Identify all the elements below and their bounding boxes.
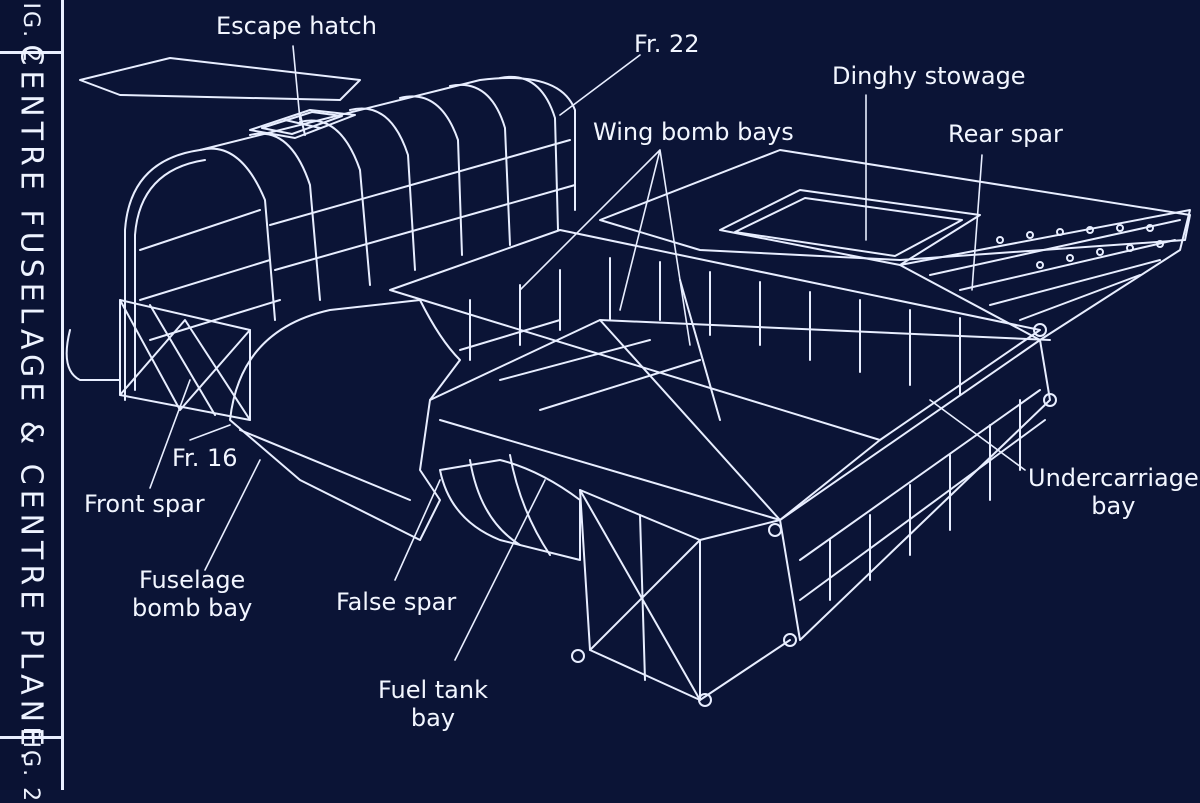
label-escape-hatch: Escape hatch xyxy=(216,12,377,40)
fuselage-skin xyxy=(229,299,461,541)
centre-plane-structure xyxy=(389,229,1051,521)
label-fr-16: Fr. 16 xyxy=(172,444,238,472)
dinghy-stowage xyxy=(719,189,981,266)
fuselage-frames xyxy=(124,75,576,401)
wing-upper-skin xyxy=(79,57,1191,261)
label-fuselage-bomb-bay: Fuselage bomb bay xyxy=(132,566,252,622)
leader-lines xyxy=(149,45,1026,661)
label-fuselage-bomb-bay-line1: Fuselage xyxy=(138,566,246,594)
label-fuel-tank-bay: Fuel tank bay xyxy=(378,676,488,732)
label-rear-spar: Rear spar xyxy=(948,120,1063,148)
fuselage-cutaway-drawing xyxy=(65,45,1191,707)
label-fuel-tank-bay-line2: bay xyxy=(410,704,456,732)
trailing-edge xyxy=(899,209,1191,341)
label-wing-bomb-bays: Wing bomb bays xyxy=(593,118,794,146)
fig-number-bottom-text: FIG. 2 xyxy=(18,726,44,803)
label-false-spar: False spar xyxy=(336,588,457,616)
front-spar-truss xyxy=(65,299,251,421)
figure-sidebar: FIG. 2 CENTRE FUSELAGE & CENTRE PLANE. F… xyxy=(0,0,64,803)
label-dinghy-stowage: Dinghy stowage xyxy=(832,62,1026,90)
label-fuselage-bomb-bay-line2: bomb bay xyxy=(132,594,253,622)
label-fuel-tank-bay-line1: Fuel tank xyxy=(378,676,488,704)
figure-title: CENTRE FUSELAGE & CENTRE PLANE. xyxy=(13,44,49,766)
escape-hatch xyxy=(249,109,356,139)
label-front-spar: Front spar xyxy=(84,490,205,518)
fig-number-bottom: FIG. 2 xyxy=(0,726,61,803)
label-undercarriage-bay-line1: Undercarriage xyxy=(1028,464,1199,492)
fuel-tank-bay xyxy=(439,454,581,561)
fig-number-top: FIG. 2 xyxy=(0,0,61,64)
label-fr-22: Fr. 22 xyxy=(634,30,700,58)
undercarriage-bay xyxy=(768,323,1057,647)
outer-trusses xyxy=(571,489,791,707)
label-undercarriage-bay-line2: bay xyxy=(1091,492,1136,520)
label-undercarriage-bay: Undercarriage bay xyxy=(1028,464,1199,520)
